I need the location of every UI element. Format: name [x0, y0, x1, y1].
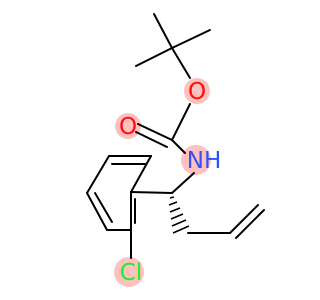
- atom-highlights: [114, 78, 211, 287]
- molecule-structure: O O NH Cl: [86, 13, 265, 287]
- ring-bond-4: [86, 192, 108, 231]
- quaternary-carbon-to-oxygen-bond: [171, 47, 191, 79]
- chlorine-highlight: [114, 257, 144, 287]
- oxygen-to-carbonyl-carbon-bond: [171, 103, 191, 141]
- ester-oxygen-label: O: [188, 79, 206, 105]
- carbonyl-oxygen-highlight: [115, 113, 141, 139]
- ring-bond-4-inner: [94, 192, 113, 223]
- ring-bond-1: [130, 155, 152, 193]
- carbonyl-double-bond-inner: [135, 131, 168, 148]
- nitrogen-label: NH: [187, 148, 222, 174]
- nitrogen-highlight: [181, 145, 211, 175]
- carbonyl-carbon-to-nitrogen-bond: [171, 139, 186, 154]
- bonds: [86, 13, 265, 259]
- carbonyl-double-bond-outer: [137, 123, 173, 141]
- vinyl-double-bond-outer: [229, 204, 259, 234]
- ring-to-stereocenter-bond: [130, 191, 173, 194]
- methyl-bond-right: [171, 29, 211, 49]
- structure-canvas: O O NH Cl: [86, 13, 265, 287]
- chlorine-label: Cl: [120, 260, 142, 286]
- hashed-wedge-bond: [168, 196, 190, 234]
- ring-bond-3: [86, 155, 110, 194]
- methyl-bond-left: [135, 47, 173, 67]
- carbonyl-oxygen-label: O: [119, 114, 137, 140]
- methyl-bond-top: [153, 13, 173, 49]
- nitrogen-to-stereocenter-bond: [171, 172, 195, 194]
- vinyl-double-bond-inner: [235, 209, 265, 239]
- ester-oxygen-highlight: [184, 78, 210, 104]
